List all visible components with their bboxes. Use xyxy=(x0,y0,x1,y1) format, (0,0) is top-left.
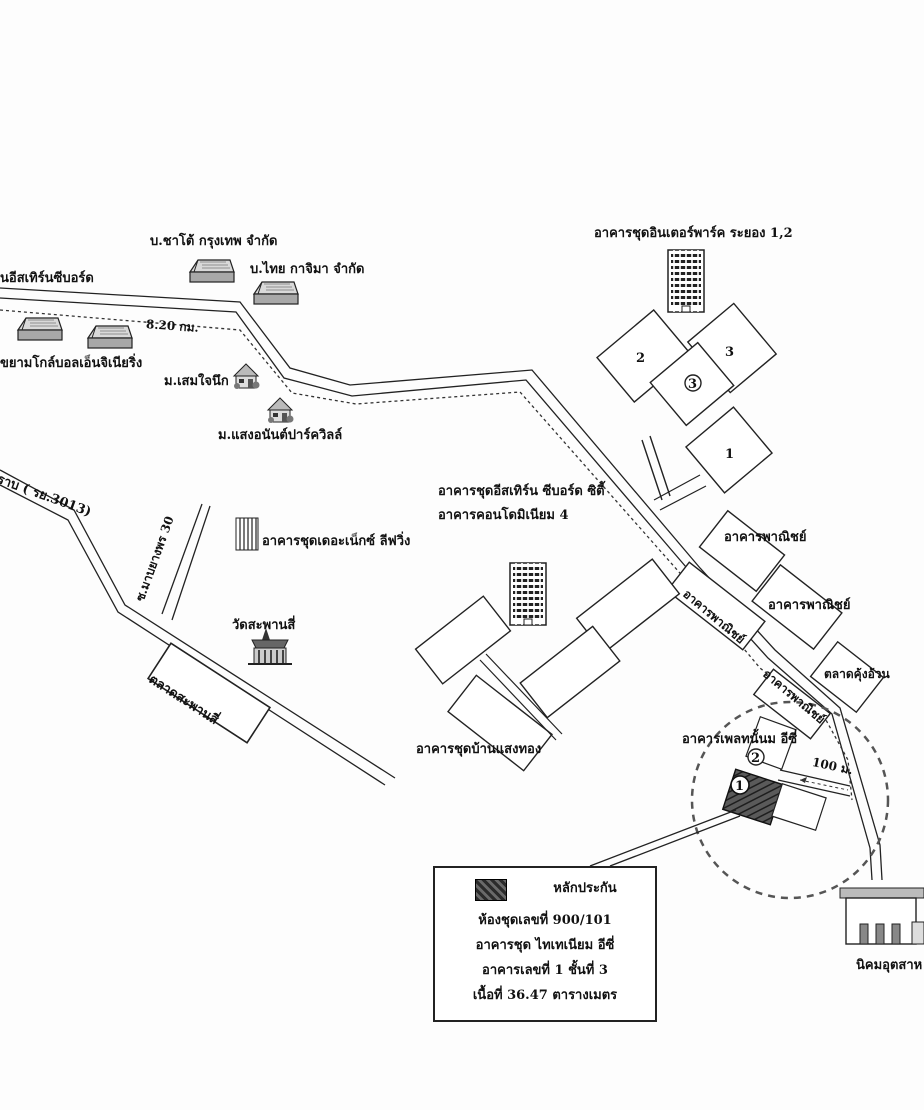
distance-arrow xyxy=(799,779,849,791)
building-number: 3 xyxy=(688,377,697,392)
warehouse-icon xyxy=(253,281,299,305)
label-ban-saeng-thong: อาคารชุดบ้านแสงทอง xyxy=(416,742,542,757)
soi-30-road xyxy=(161,503,211,621)
small-building-icon xyxy=(235,517,259,551)
label-wat-saphansi: วัดสะพานสี่ xyxy=(232,618,296,633)
label-factory-kajima: บ.ไทย กาจิมา จำกัด xyxy=(250,262,365,277)
building-number: 1 xyxy=(735,779,744,794)
legend-box: หลักประกัน ห้องชุดเลขที่ 900/101 อาคารชุ… xyxy=(433,866,657,1022)
house-icon xyxy=(267,397,294,424)
building-number: 2 xyxy=(751,751,760,766)
legend-pointer xyxy=(589,809,741,867)
label-industrial-estate: นิคมอุตสาห xyxy=(856,958,923,973)
apartment-tower-icon xyxy=(667,249,705,313)
building-number: 2 xyxy=(636,351,645,366)
legend-line-1: ห้องชุดเลขที่ 900/101 xyxy=(478,913,612,928)
building-number: 1 xyxy=(725,447,734,462)
interpark-buildings xyxy=(596,302,778,501)
legend-title: หลักประกัน xyxy=(553,881,617,896)
building-number: 3 xyxy=(725,345,734,360)
label-village-saeng-anan: ม.แสงอนันต์ปาร์ควิลล์ xyxy=(218,428,343,443)
label-commercial-2: อาคารพาณิชย์ xyxy=(768,598,851,613)
house-icon xyxy=(233,363,260,390)
warehouse-icon xyxy=(87,325,133,349)
label-eastern-seaboard: นอีสเทิร์นซีบอร์ด xyxy=(0,271,94,286)
city-internal-road xyxy=(479,653,563,741)
interpark-access-road xyxy=(653,474,707,511)
label-market-thung-uan: ตลาดคุ้งอ้วน xyxy=(824,667,890,681)
apartment-tower-icon xyxy=(509,562,547,626)
eastern-city-buildings xyxy=(414,558,681,772)
label-the-next-living: อาคารชุดเดอะเน็กซ์ ลีฟวิ่ง xyxy=(262,534,411,549)
label-interpark: อาคารชุดอินเตอร์พาร์ค ระยอง 1,2 xyxy=(594,226,793,241)
label-condo-4: อาคารคอนโดมิเนียม 4 xyxy=(438,508,569,523)
factory-icon xyxy=(839,887,924,945)
main-highway xyxy=(0,287,883,881)
legend-line-2: อาคารชุด ไทเทเนียม อีซี่ xyxy=(475,938,615,953)
label-titanium-city: อาคารเพลทนั้นม อีซี่ xyxy=(682,732,798,747)
adjacent-building xyxy=(771,782,827,832)
warehouse-icon xyxy=(189,259,235,283)
market-saphansi-block xyxy=(146,642,272,744)
legend-line-3: อาคารเลขที่ 1 ชั้นที่ 3 xyxy=(482,963,608,978)
label-commercial-1: อาคารพาณิชย์ xyxy=(724,530,807,545)
label-eastern-city: อาคารชุดอีสเทิร์น ซีบอร์ด ซิตี้ xyxy=(438,484,605,499)
legend-line-4: เนื้อที่ 36.47 ตารางเมตร xyxy=(472,988,618,1003)
commercial-buildings xyxy=(666,509,885,740)
label-village-semjainuek: ม.เสมใจนึก xyxy=(164,374,229,389)
radius-circle xyxy=(690,700,890,900)
collateral-swatch xyxy=(475,879,507,901)
label-global-engineering: ขยามโกล์บอลเอ็นจิเนียริ่ง xyxy=(0,356,143,371)
warehouse-icon xyxy=(17,317,63,341)
label-factory-chateau: บ.ชาโต้ กรุงเทพ จำกัด xyxy=(150,234,278,249)
temple-icon xyxy=(248,628,292,665)
local-road xyxy=(777,769,851,797)
building-number-markers: 2 3 3 1 2 1 xyxy=(636,345,765,795)
